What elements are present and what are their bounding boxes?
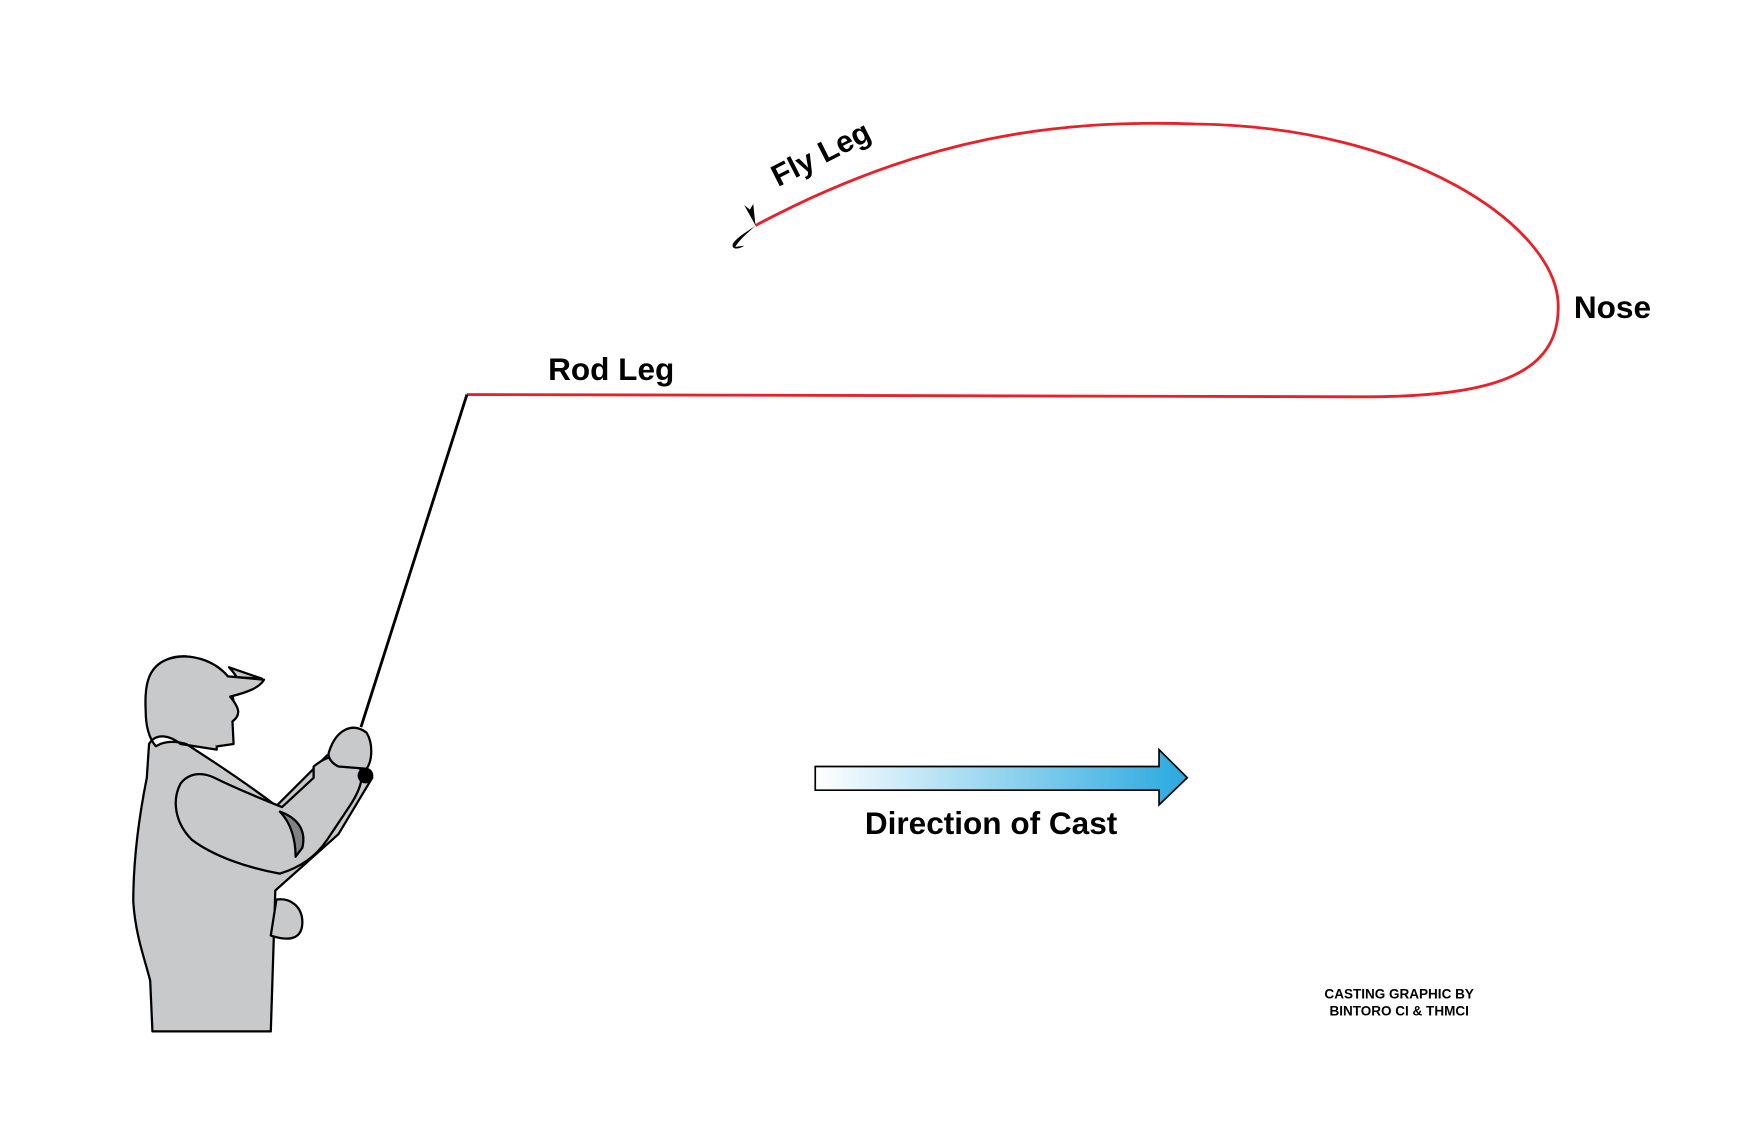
- fly-leg-label: Fly Leg: [766, 115, 876, 194]
- fly-icon: [732, 204, 756, 249]
- direction-arrow: [814, 747, 1189, 807]
- credit-line-2: BINTORO CI & THMCI: [1329, 1004, 1468, 1019]
- direction-label: Direction of Cast: [865, 805, 1118, 841]
- rod-leg-label: Rod Leg: [548, 351, 674, 387]
- credit-line-1: CASTING GRAPHIC BY: [1324, 987, 1473, 1002]
- fly-rod: [359, 394, 469, 728]
- nose-label: Nose: [1574, 289, 1651, 325]
- fly-line-loop: [466, 121, 1560, 399]
- angler-figure: [132, 655, 374, 1033]
